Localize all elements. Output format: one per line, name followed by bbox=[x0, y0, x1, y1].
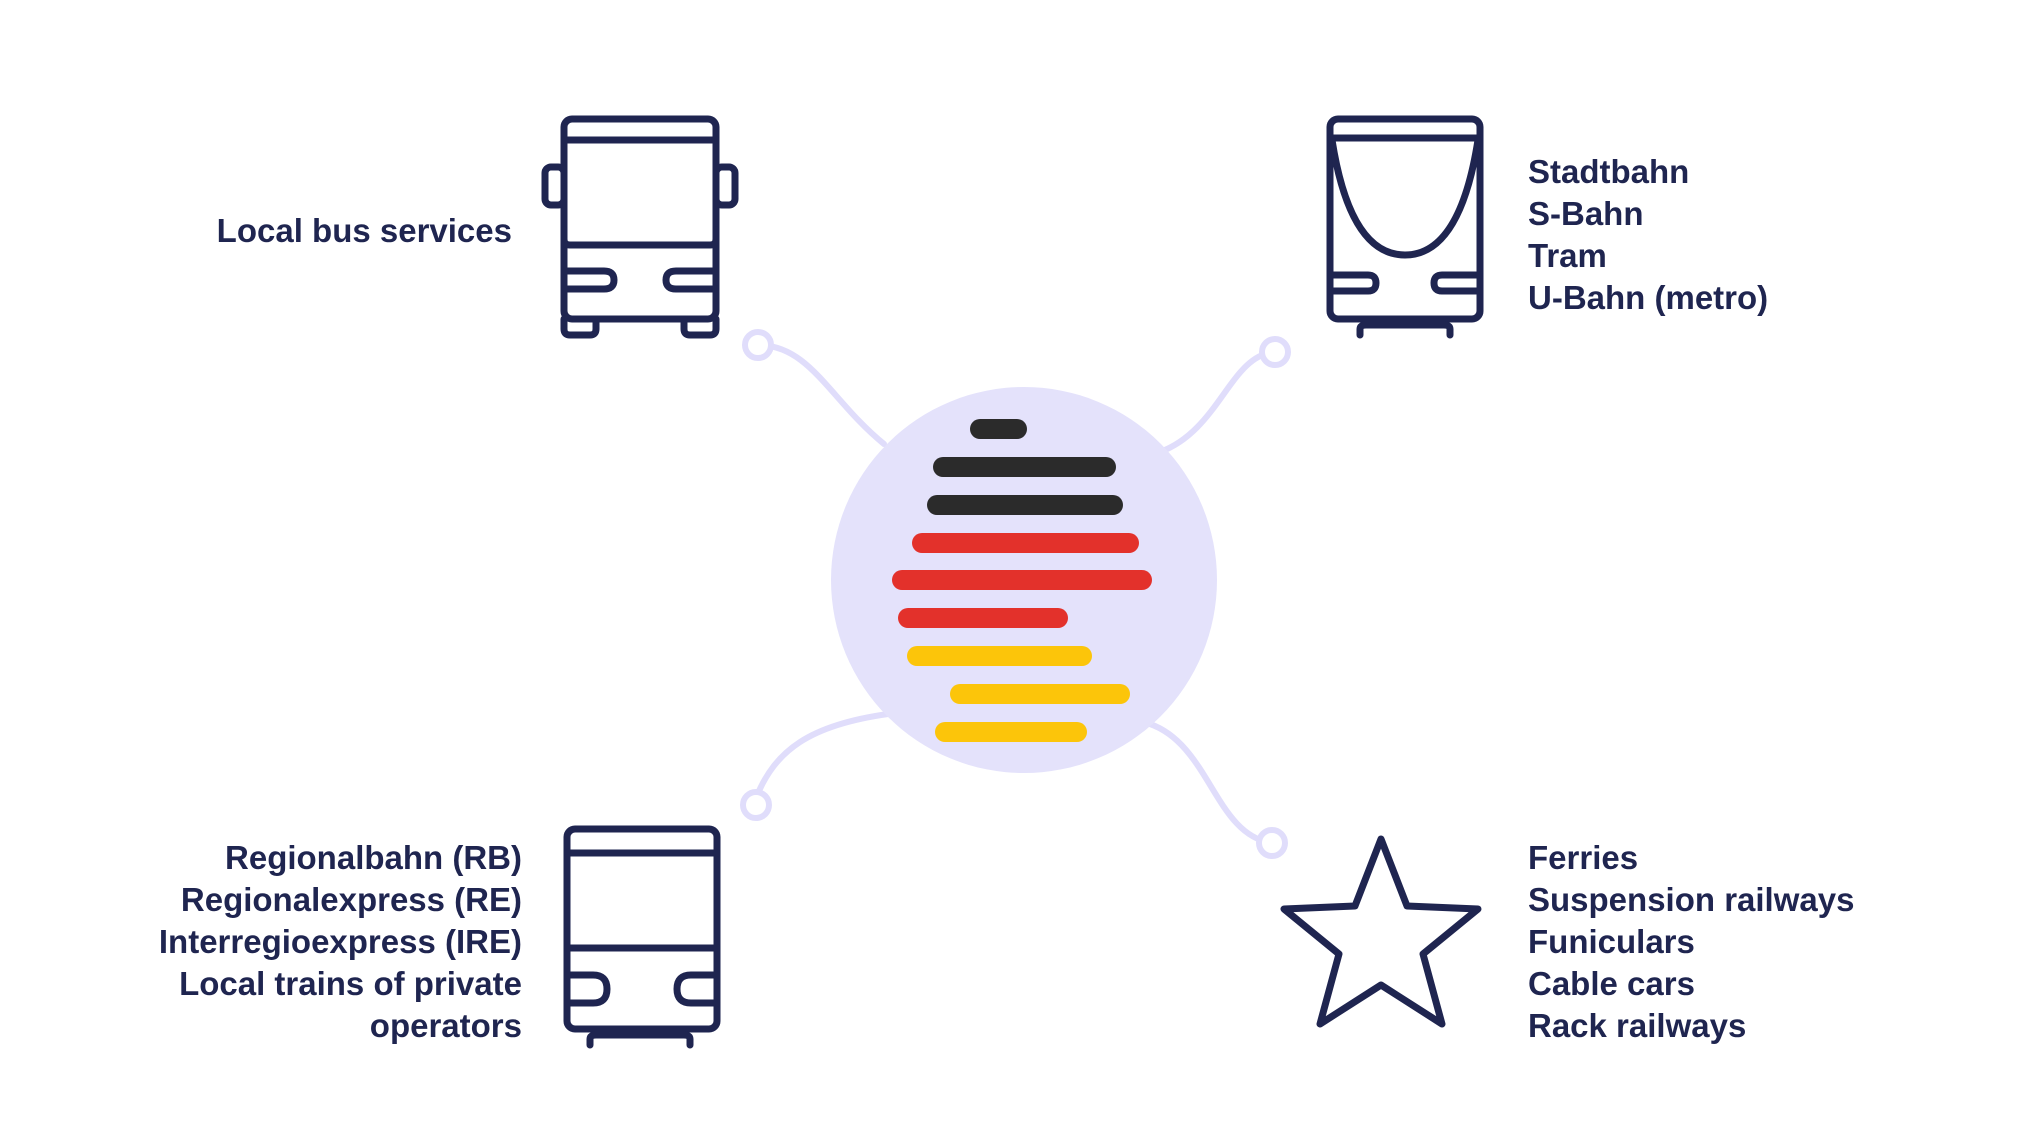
germany-flag-map-icon bbox=[831, 387, 1217, 773]
train-icon bbox=[563, 825, 721, 1049]
connector-node-regional bbox=[740, 789, 772, 821]
connector-node-other bbox=[1256, 827, 1288, 859]
tram-icon bbox=[1326, 115, 1484, 339]
connector-node-bus bbox=[742, 329, 774, 361]
urban-rail-item: S-Bahn bbox=[1528, 195, 1644, 232]
connector-other bbox=[1147, 721, 1275, 846]
connector-regional bbox=[753, 711, 891, 801]
regional-rail-item: Interregioexpress (IRE) bbox=[158, 923, 522, 960]
other-mode-item: Cable cars bbox=[1528, 965, 1695, 1002]
other-mode-item: Ferries bbox=[1528, 839, 1639, 876]
regional-rail-item: Local trains of private bbox=[179, 965, 522, 1002]
regional-rail-item: Regionalexpress (RE) bbox=[180, 881, 522, 918]
bus-icon bbox=[541, 115, 739, 339]
urban-rail-item: Tram bbox=[1528, 237, 1607, 274]
connector-node-urban bbox=[1259, 336, 1291, 368]
other-mode-item: Funiculars bbox=[1528, 923, 1695, 960]
urban-rail-label: Stadtbahn S-Bahn Tram U-Bahn (metro) bbox=[1528, 151, 1768, 319]
other-mode-item: Rack railways bbox=[1528, 1007, 1747, 1044]
urban-rail-item: U-Bahn (metro) bbox=[1528, 279, 1769, 316]
regional-rail-item: Regionalbahn (RB) bbox=[225, 839, 522, 876]
urban-rail-item: Stadtbahn bbox=[1528, 153, 1690, 190]
connector-urban bbox=[1157, 349, 1278, 455]
regional-rail-item: operators bbox=[369, 1007, 522, 1044]
bus-service-item: Local bus services bbox=[216, 212, 512, 249]
bus-services-label: Local bus services bbox=[200, 210, 512, 252]
other-mode-item: Suspension railways bbox=[1528, 881, 1855, 918]
connector-bus bbox=[755, 342, 887, 447]
regional-rail-label: Regionalbahn (RB) Regionalexpress (RE) I… bbox=[130, 837, 522, 1047]
star-icon bbox=[1280, 835, 1482, 1028]
other-modes-label: Ferries Suspension railways Funiculars C… bbox=[1528, 837, 1854, 1047]
